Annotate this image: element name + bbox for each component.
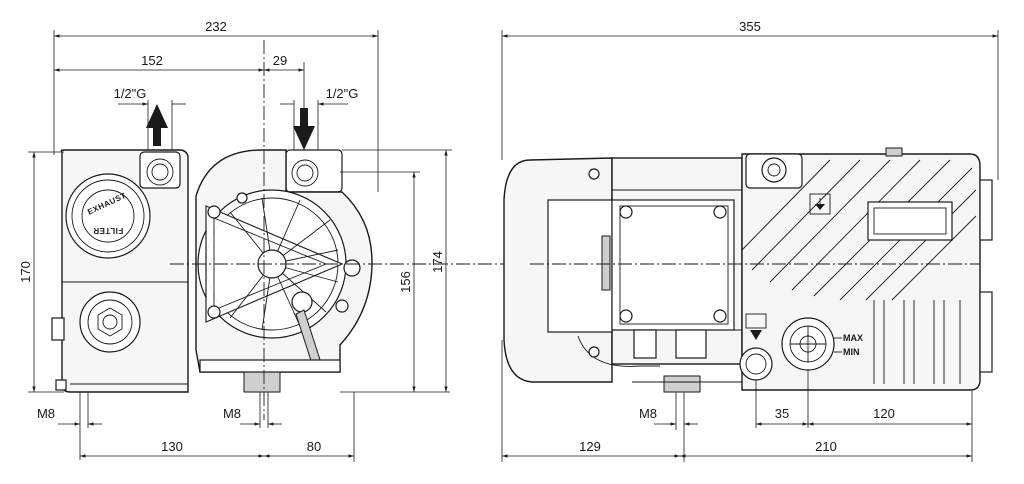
dim-232: 232 — [205, 19, 227, 34]
exhaust-plug — [79, 291, 141, 353]
oil-level-max-label: MAX — [843, 333, 863, 343]
bolt-label-m8-side: M8 — [639, 406, 657, 421]
thread-label-left: 1/2"G — [114, 86, 147, 101]
dim-80: 80 — [307, 439, 321, 454]
dim-170: 170 — [18, 261, 33, 283]
dim-35: 35 — [775, 406, 789, 421]
filter-label-line2: FILTER — [93, 226, 123, 235]
inlet-port — [285, 149, 343, 193]
dim-156: 156 — [398, 271, 413, 293]
dim-130: 130 — [161, 439, 183, 454]
front-view: EXHAUST FILTER — [51, 40, 520, 420]
side-view: MAX MIN — [503, 147, 993, 393]
dim-152: 152 — [141, 53, 163, 68]
exhaust-port — [139, 151, 181, 189]
front-dimensions: 232 152 29 1/2"G 1/2"G 170 156 174 — [18, 19, 452, 462]
oil-level-min-label: MIN — [843, 347, 860, 357]
dim-355: 355 — [739, 19, 761, 34]
bolt-label-m8-middle: M8 — [223, 406, 241, 421]
thread-label-right: 1/2"G — [326, 86, 359, 101]
side-dimensions: 355 M8 35 120 129 210 — [501, 19, 999, 462]
dim-210: 210 — [815, 439, 837, 454]
oil-fill-symbol-icon — [809, 193, 831, 215]
dim-29: 29 — [273, 53, 287, 68]
exhaust-filter-cap: EXHAUST FILTER — [65, 173, 151, 259]
dim-174: 174 — [430, 251, 445, 273]
dim-120: 120 — [873, 406, 895, 421]
exhaust-flow-arrow-icon — [146, 104, 168, 146]
oil-drain-symbol-icon — [745, 313, 767, 340]
dim-129: 129 — [579, 439, 601, 454]
pump-housing — [195, 149, 373, 393]
bolt-label-m8-left: M8 — [37, 406, 55, 421]
terminal-box — [547, 199, 735, 367]
